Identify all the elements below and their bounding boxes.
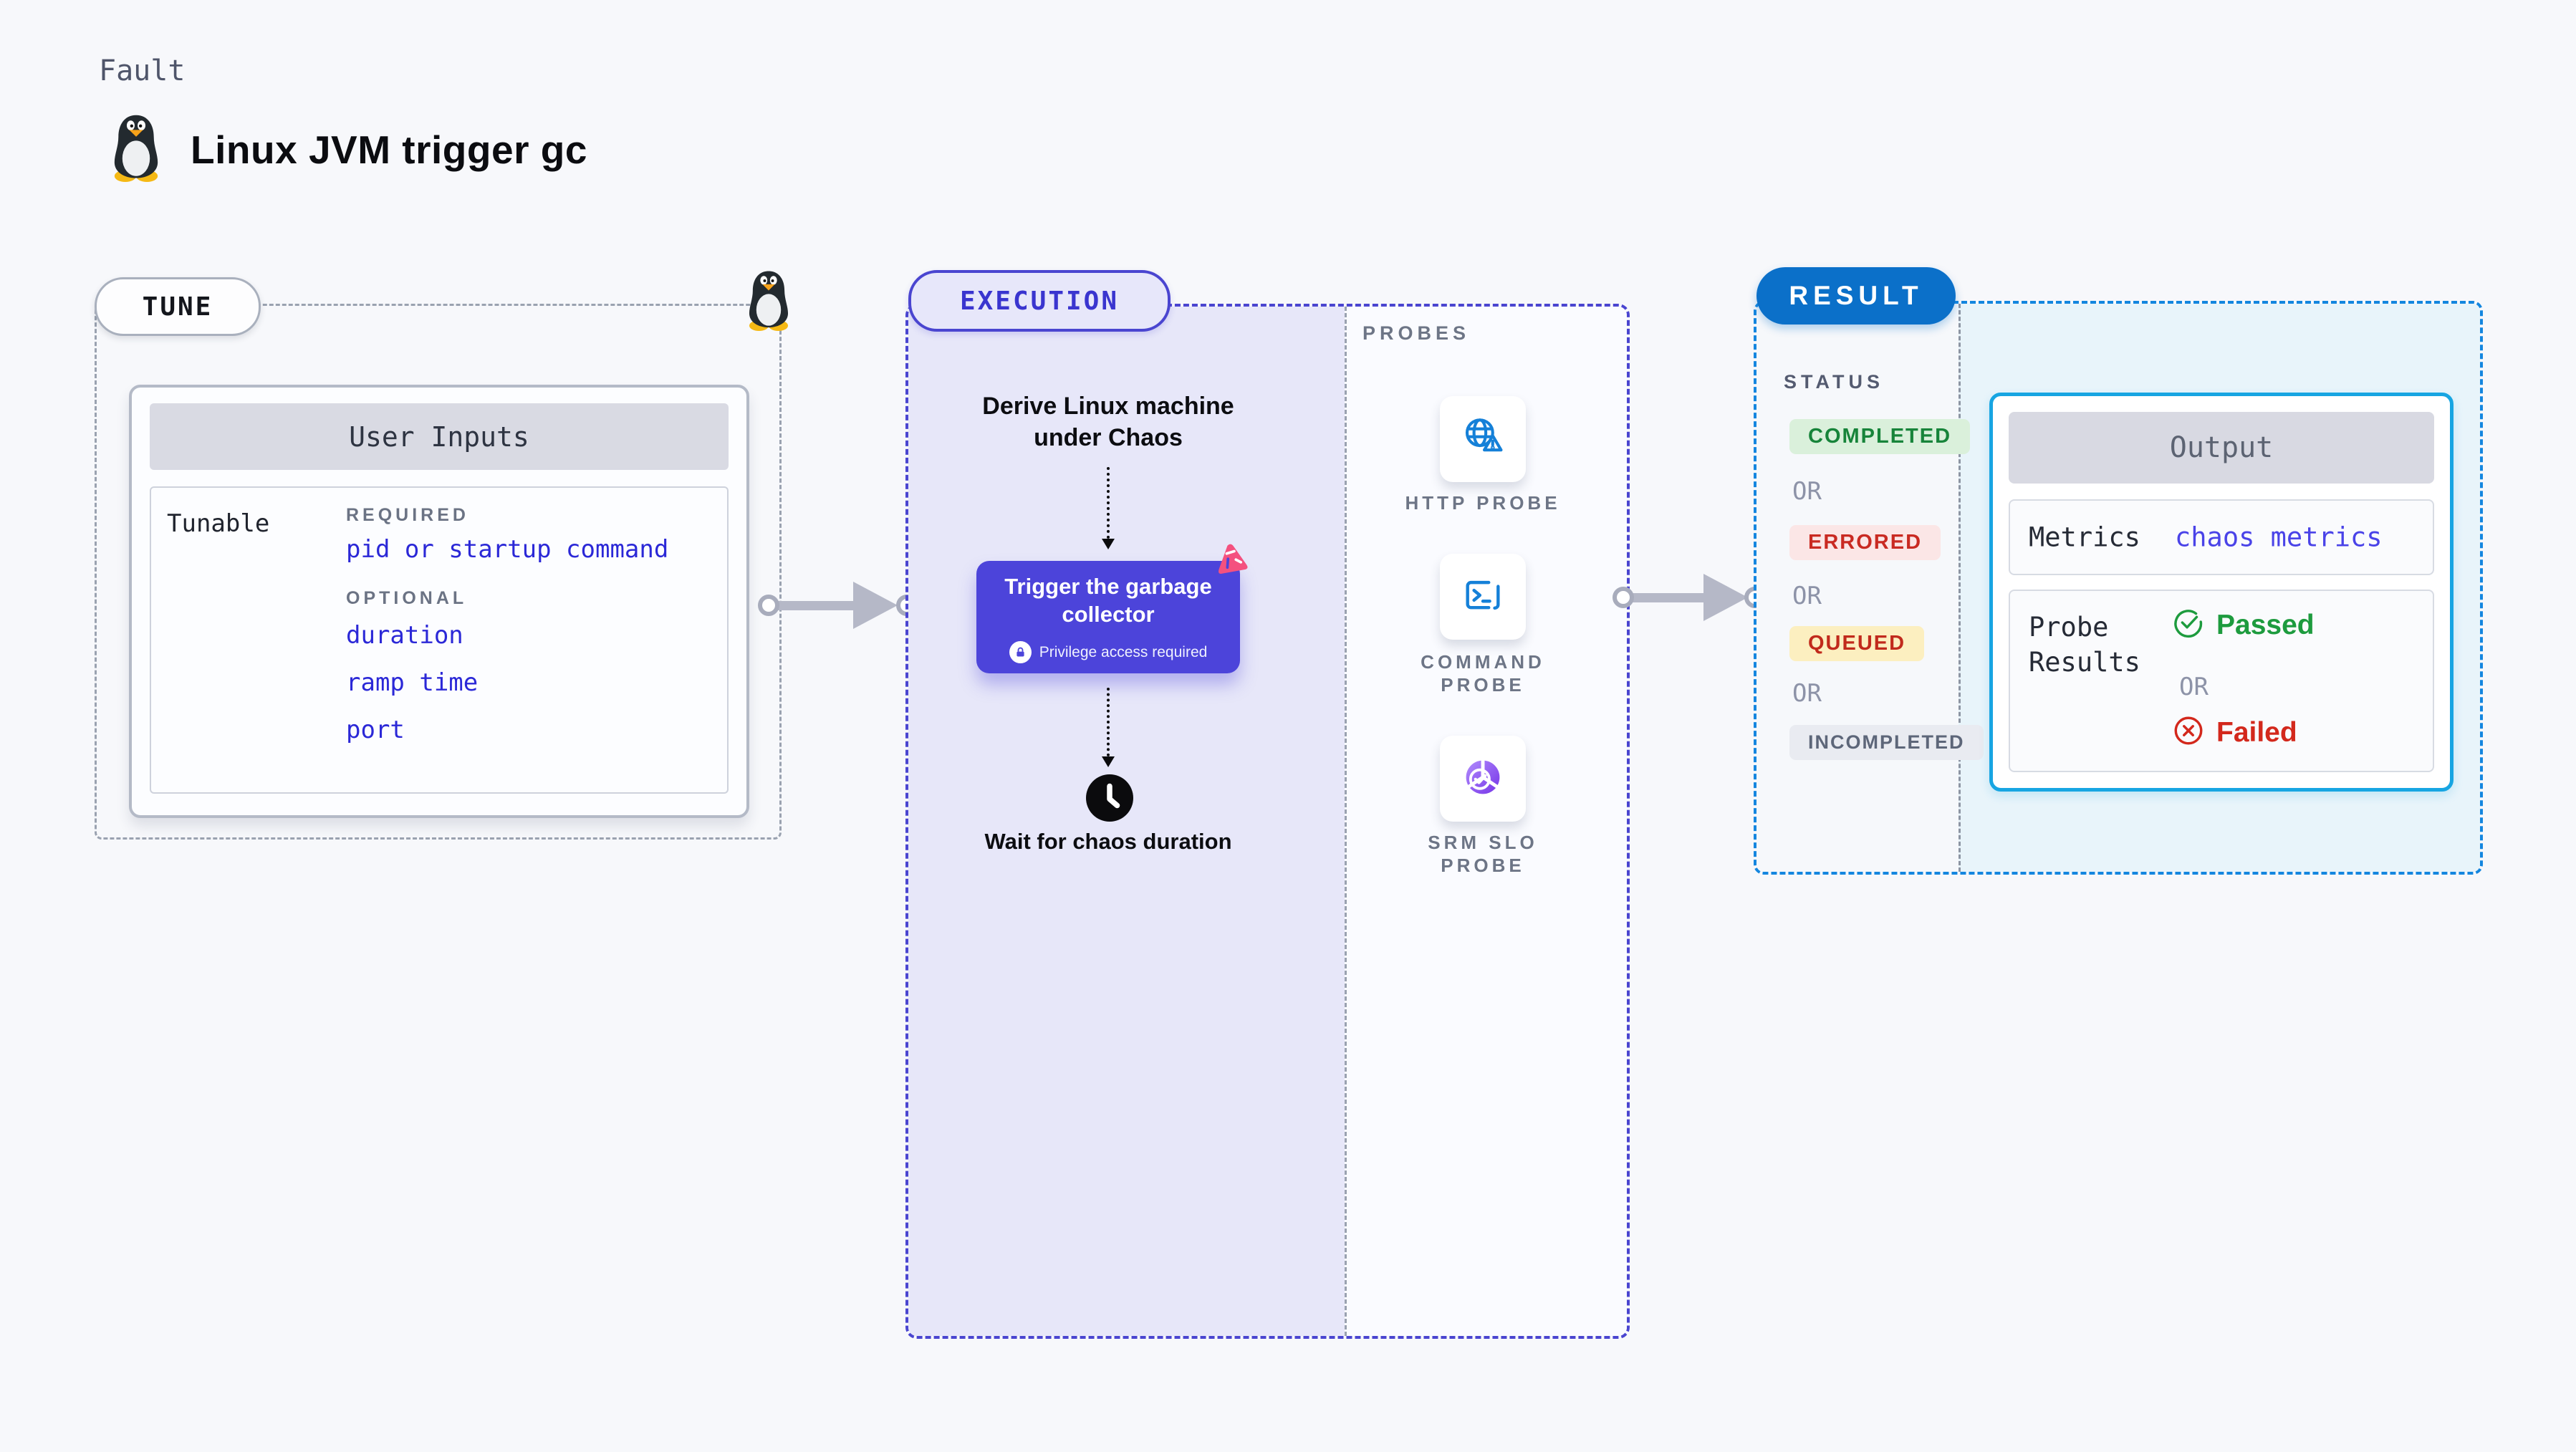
- probe-result-failed: Failed: [2172, 714, 2297, 751]
- probe-label-http: HTTP PROBE: [1405, 492, 1561, 514]
- probe-results-row: Probe Results Passed OR: [2009, 590, 2434, 772]
- tunable-label: Tunable: [167, 509, 270, 538]
- privilege-badge: Privilege access required: [976, 641, 1240, 663]
- failed-label: Failed: [2216, 716, 2297, 748]
- probe-label-srm-slo: SRM SLO PROBE: [1428, 832, 1538, 876]
- trigger-gc-node: Trigger the garbage collector Privilege …: [976, 561, 1240, 673]
- execution-pill: EXECUTION: [908, 270, 1171, 332]
- chaos-experiment-icon: [1210, 539, 1251, 584]
- or-separator: OR: [1792, 679, 1822, 708]
- srm-slo-probe-icon: [1459, 754, 1506, 804]
- dotted-connector: [1107, 467, 1110, 539]
- or-separator: OR: [2179, 673, 2209, 701]
- privilege-badge-label: Privilege access required: [1039, 643, 1208, 660]
- status-badge-queued: QUEUED: [1789, 626, 1925, 661]
- metrics-row: Metrics chaos metrics: [2009, 499, 2434, 575]
- output-card: Output Metrics chaos metrics Probe Resul…: [1989, 393, 2454, 792]
- trigger-gc-label: Trigger the garbage collector: [1004, 574, 1212, 627]
- user-inputs-header: User Inputs: [150, 403, 729, 470]
- page-title: Linux JVM trigger gc: [191, 127, 587, 172]
- connector-dot: [1613, 587, 1634, 608]
- probe-card-http: [1440, 396, 1526, 482]
- tux-penguin-icon: [742, 269, 795, 335]
- probe-results-label: Probe Results: [2029, 612, 2140, 678]
- status-label: STATUS: [1784, 371, 1884, 393]
- tune-section: [95, 304, 782, 840]
- step-wait-duration: Wait for chaos duration: [984, 829, 1232, 854]
- status-badge-errored: ERRORED: [1789, 525, 1941, 560]
- fault-kicker: Fault: [99, 54, 186, 87]
- metrics-label: Metrics: [2029, 521, 2140, 553]
- probe-label-command: COMMAND PROBE: [1421, 651, 1545, 696]
- connector-dot: [758, 595, 779, 616]
- optional-label: OPTIONAL: [346, 588, 468, 608]
- execution-panel: [908, 307, 1345, 1336]
- param-pid-or-startup-command: pid or startup command: [346, 535, 669, 564]
- status-badge-incompleted: INCOMPLETED: [1789, 725, 1984, 760]
- step-derive-machine: Derive Linux machine under Chaos: [982, 393, 1234, 451]
- probe-card-command: [1440, 554, 1526, 640]
- output-header: Output: [2009, 412, 2434, 484]
- http-probe-icon: [1459, 414, 1506, 465]
- dotted-connector: [1107, 688, 1110, 756]
- param-duration: duration: [346, 621, 463, 650]
- or-separator: OR: [1792, 582, 1822, 610]
- passed-check-icon: [2172, 607, 2205, 643]
- probes-label: PROBES: [1363, 322, 1471, 344]
- or-separator: OR: [1792, 477, 1822, 506]
- status-panel: [1756, 304, 1959, 872]
- user-inputs-card: User Inputs Tunable REQUIRED pid or star…: [129, 385, 749, 818]
- user-inputs-body: Tunable REQUIRED pid or startup command …: [150, 486, 729, 794]
- param-port: port: [346, 716, 405, 744]
- page-header: Linux JVM trigger gc: [106, 113, 587, 186]
- dotted-connector-arrowhead: [1102, 539, 1115, 549]
- clock-icon: [1084, 772, 1135, 827]
- metrics-value: chaos metrics: [2175, 521, 2383, 553]
- tune-pill: TUNE: [95, 277, 261, 336]
- passed-label: Passed: [2216, 609, 2315, 640]
- probe-card-srm-slo: [1440, 736, 1526, 822]
- tux-penguin-icon: [106, 113, 166, 186]
- dotted-connector-arrowhead: [1102, 756, 1115, 767]
- command-probe-icon: [1459, 572, 1506, 622]
- required-label: REQUIRED: [346, 505, 469, 525]
- failed-x-icon: [2172, 714, 2205, 751]
- param-ramp-time: ramp time: [346, 668, 479, 697]
- result-pill: RESULT: [1756, 267, 1956, 324]
- lock-icon: [1009, 641, 1032, 663]
- probe-result-passed: Passed: [2172, 607, 2315, 643]
- status-badge-completed: COMPLETED: [1789, 419, 1971, 454]
